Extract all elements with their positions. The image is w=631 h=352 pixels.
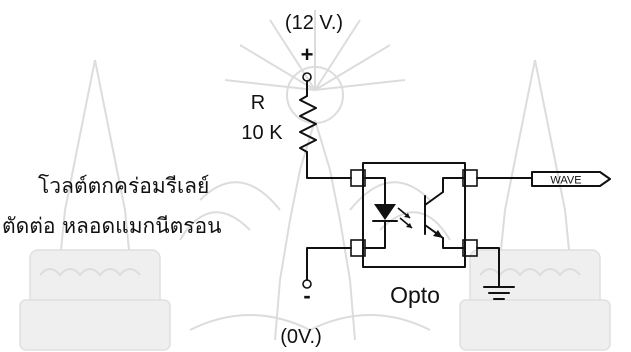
resistor-value-label: 10 K: [241, 122, 283, 144]
watermark-sun-rays: [224, 10, 406, 124]
note-line-1: โวลต์ตกคร่อมรีเลย์: [38, 174, 209, 198]
phototransistor-symbol: [424, 177, 466, 249]
positive-terminal-sign: +: [301, 42, 314, 67]
wire-emitter-to-ground: [476, 247, 500, 287]
negative-terminal-sign: -: [303, 283, 310, 308]
watermark-left-tower: [19, 59, 171, 351]
led-symbol: [364, 177, 413, 249]
supply-voltage-label: (12 V.): [285, 12, 343, 34]
resistor-name-label: R: [251, 92, 265, 114]
watermark-center-spire: [179, 119, 451, 341]
note-line-2: ตัดต่อ หลอดแมกนีตรอน: [2, 214, 222, 238]
resistor-zigzag: [299, 95, 317, 153]
negative-terminal: [302, 247, 352, 289]
ground-symbol: [483, 286, 515, 300]
watermark-right-tower: [459, 59, 611, 351]
ground-voltage-label: (0V.): [280, 326, 322, 348]
wire-resistor-to-opto: [306, 151, 352, 179]
wave-output-tag: WAVE: [531, 171, 611, 187]
opto-label: Opto: [390, 282, 440, 308]
university-emblem-watermark: [19, 10, 611, 351]
opto-body: [362, 162, 466, 268]
positive-terminal: [302, 72, 312, 97]
wave-output-label: WAVE: [550, 175, 581, 187]
optocoupler: [350, 162, 478, 268]
